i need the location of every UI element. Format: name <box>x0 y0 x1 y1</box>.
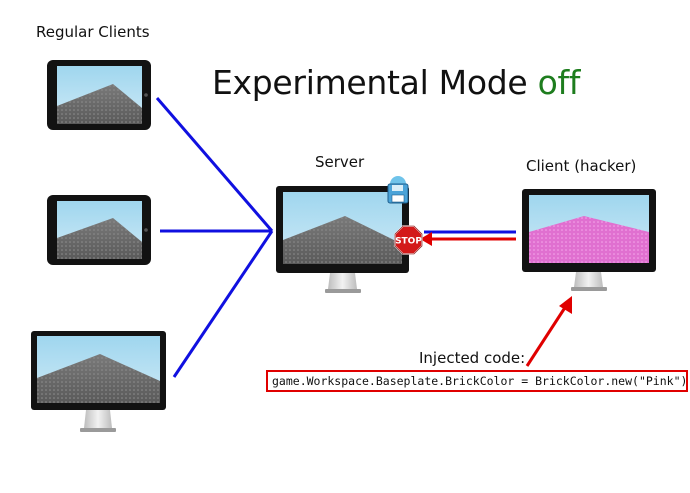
injected-code-box: game.Workspace.Baseplate.BrickColor = Br… <box>266 370 688 392</box>
hacker-monitor <box>522 189 656 291</box>
server-monitor <box>276 186 409 293</box>
title-prefix: Experimental Mode <box>212 63 538 102</box>
stop-sign-icon: STOP <box>394 225 423 255</box>
link-tablet-top <box>155 97 274 232</box>
title-status: off <box>537 63 581 102</box>
injection-arrow <box>525 296 572 367</box>
tablet-client-top <box>47 60 151 130</box>
page-title: Experimental Mode off <box>212 63 580 102</box>
injection-arrowhead <box>559 296 572 314</box>
tablet-client-middle <box>47 195 151 265</box>
regular-clients-label: Regular Clients <box>36 23 150 41</box>
injected-code-label: Injected code: <box>419 349 526 367</box>
desktop-client-bottom <box>31 331 166 432</box>
injection-arrow-line <box>525 305 568 367</box>
block-arrowhead <box>420 232 432 246</box>
link-desktop-bottom <box>172 230 274 378</box>
server-label: Server <box>315 153 365 171</box>
blocked-connection <box>420 230 516 246</box>
client-links <box>155 97 274 378</box>
floppy-disk-icon <box>387 176 409 204</box>
client-hacker-label: Client (hacker) <box>526 157 637 175</box>
stop-sign-text: STOP <box>395 237 422 247</box>
